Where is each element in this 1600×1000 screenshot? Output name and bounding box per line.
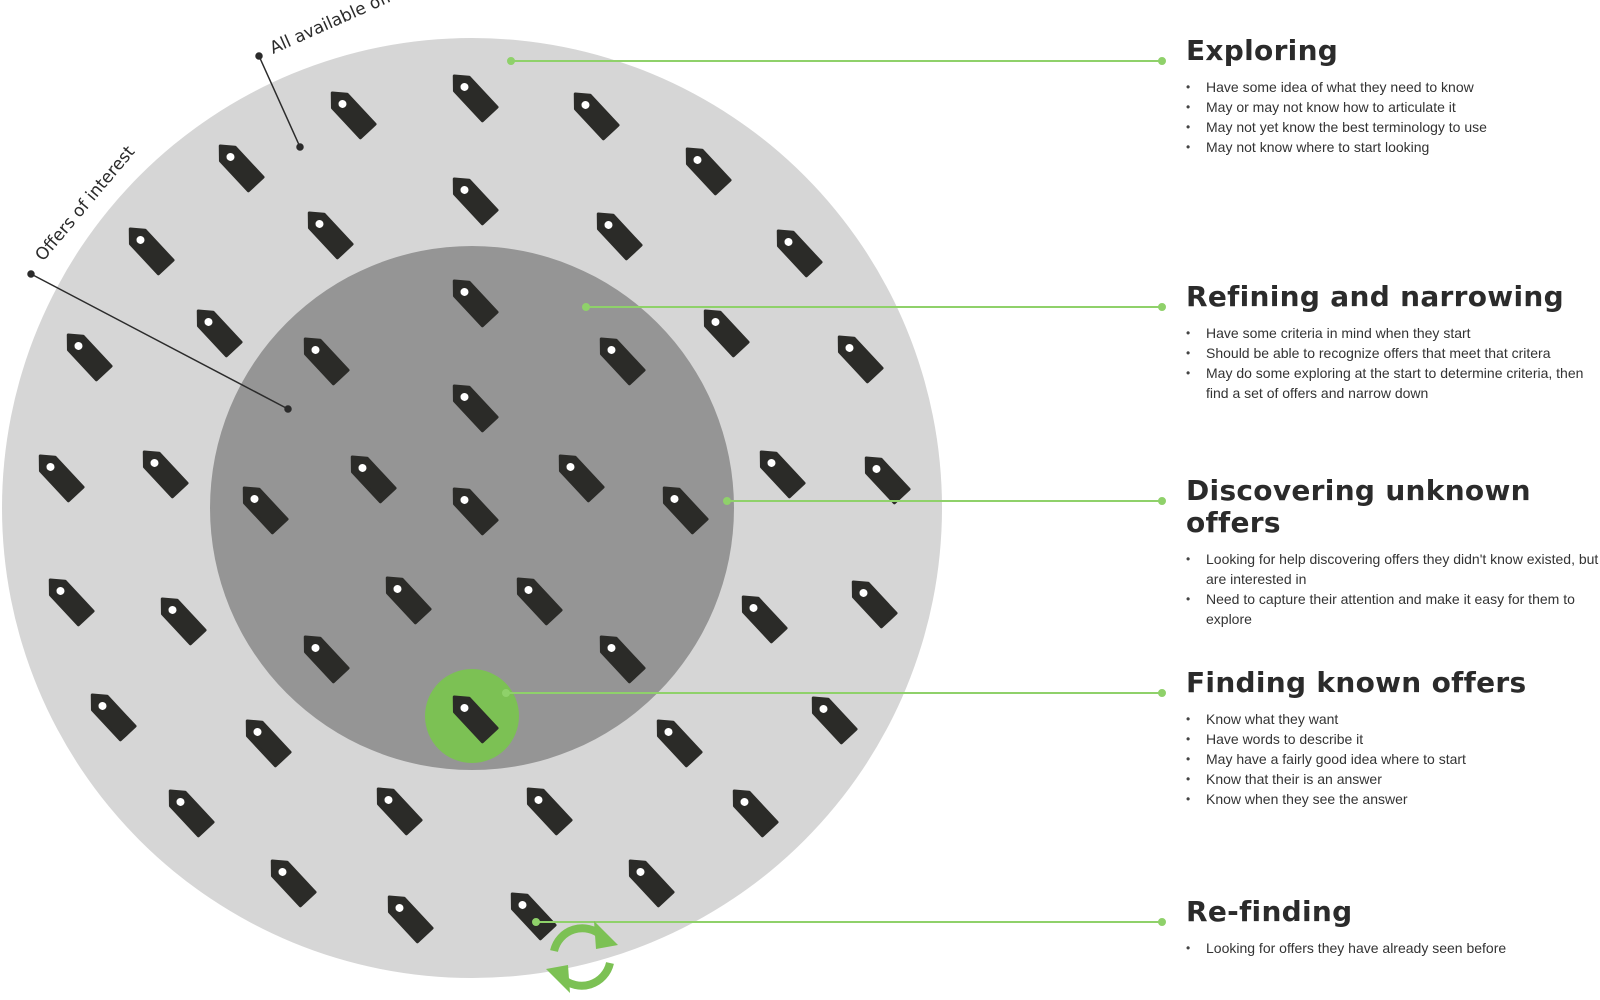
bullet-item: May do some exploring at the start to de…	[1186, 363, 1600, 403]
section-finding-known: Finding known offers Know what they want…	[1186, 666, 1600, 810]
connector-lines	[502, 57, 1166, 926]
bullet-item: Need to capture their attention and make…	[1186, 589, 1600, 629]
section-title: Re-finding	[1186, 895, 1353, 928]
section-discovering: Discovering unknown offers Looking for h…	[1186, 475, 1600, 629]
bullet-item: Looking for offers they have already see…	[1186, 938, 1600, 958]
section-refinding: Re-finding Looking for offers they have …	[1186, 895, 1600, 959]
bullet-item: Have some idea of what they need to know	[1186, 77, 1600, 97]
section-title: Refining and narrowing	[1186, 280, 1564, 313]
bullet-item: May not know where to start looking	[1186, 137, 1600, 157]
bullet-item: May not yet know the best terminology to…	[1186, 117, 1600, 137]
label-leaders	[27, 52, 304, 413]
section-title: Discovering unknown offers	[1186, 474, 1531, 539]
bullet-item: May or may not know how to articulate it	[1186, 97, 1600, 117]
section-refining: Refining and narrowing Have some criteri…	[1186, 281, 1600, 403]
bullet-item: Looking for help discovering offers they…	[1186, 549, 1600, 589]
bullet-item: Know that their is an answer	[1186, 769, 1600, 789]
bullet-list: Know what they want Have words to descri…	[1186, 709, 1600, 809]
bullet-item: Know what they want	[1186, 709, 1600, 729]
refresh-cycle-icon	[546, 921, 618, 993]
bullet-list: Have some idea of what they need to know…	[1186, 77, 1600, 157]
section-title: Finding known offers	[1186, 666, 1527, 699]
bullet-list: Have some criteria in mind when they sta…	[1186, 323, 1600, 403]
bullet-list: Looking for offers they have already see…	[1186, 938, 1600, 958]
bullet-item: Have words to describe it	[1186, 729, 1600, 749]
section-exploring: Exploring Have some idea of what they ne…	[1186, 34, 1600, 158]
bullet-item: Know when they see the answer	[1186, 789, 1600, 809]
section-title: Exploring	[1186, 34, 1339, 67]
bullet-list: Looking for help discovering offers they…	[1186, 549, 1600, 629]
bullet-item: May have a fairly good idea where to sta…	[1186, 749, 1600, 769]
bullet-item: Should be able to recognize offers that …	[1186, 343, 1600, 363]
bullet-item: Have some criteria in mind when they sta…	[1186, 323, 1600, 343]
